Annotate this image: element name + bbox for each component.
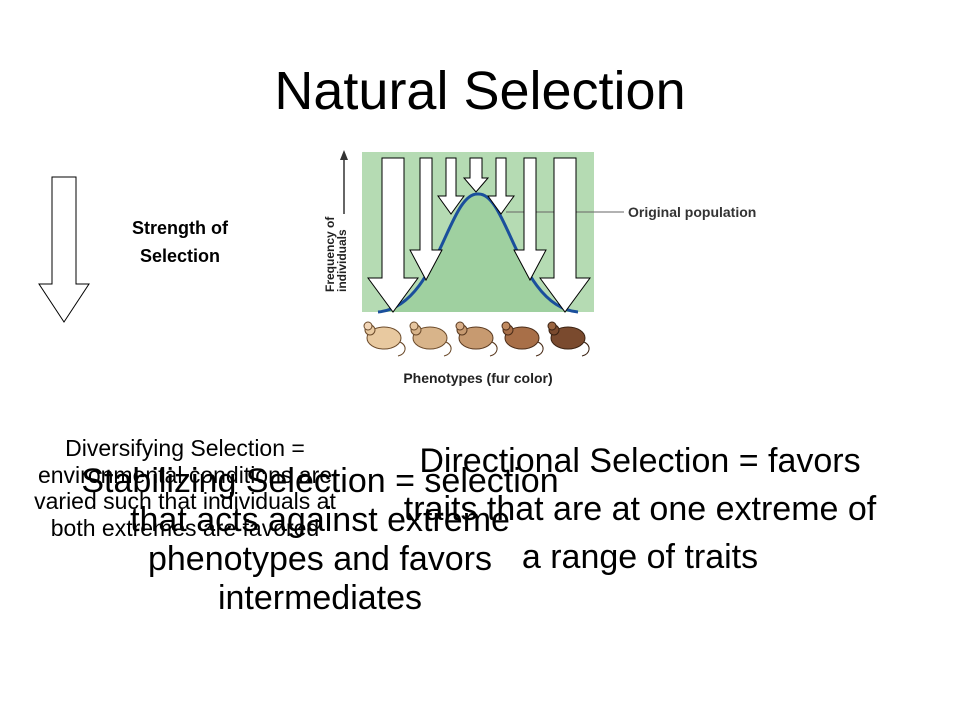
mouse-1-icon (363, 321, 406, 357)
selection-arrow-7-icon (539, 157, 591, 313)
selection-arrow-2-icon (409, 157, 443, 282)
mouse-3-icon (455, 321, 498, 357)
y-axis-label: Frequency of individuals (323, 213, 349, 292)
y-axis-label-line2: individuals (335, 229, 349, 292)
selection-arrow-1-icon (367, 157, 419, 313)
selection-arrow-5-icon (487, 157, 515, 215)
slide-title: Natural Selection (274, 61, 686, 121)
selection-arrow-6-icon (513, 157, 547, 282)
stabilizing-definition: Stabilizing Selection = selection that a… (81, 462, 559, 617)
selection-figure: Frequency of individuals Original popula… (323, 150, 756, 386)
mouse-2-icon (409, 321, 452, 357)
population-curve (377, 192, 579, 314)
strength-label: Strength of Selection (132, 218, 228, 266)
mouse-5-icon (547, 321, 590, 357)
selection-arrow-3-icon (437, 157, 465, 215)
x-axis-label: Phenotypes (fur color) (403, 370, 552, 386)
directional-definition: Directional Selection = favors traits th… (403, 442, 877, 576)
curve-label: Original population (628, 204, 756, 220)
diversifying-definition: Diversifying Selection = environmental c… (34, 435, 336, 541)
strength-arrow-icon (38, 176, 90, 323)
mouse-4-icon (501, 321, 544, 357)
y-axis-arrowhead-icon (340, 150, 348, 160)
y-axis-label-line1: Frequency of (323, 216, 337, 292)
selection-arrow-4-icon (462, 157, 490, 193)
population-curve-fill (378, 193, 578, 312)
